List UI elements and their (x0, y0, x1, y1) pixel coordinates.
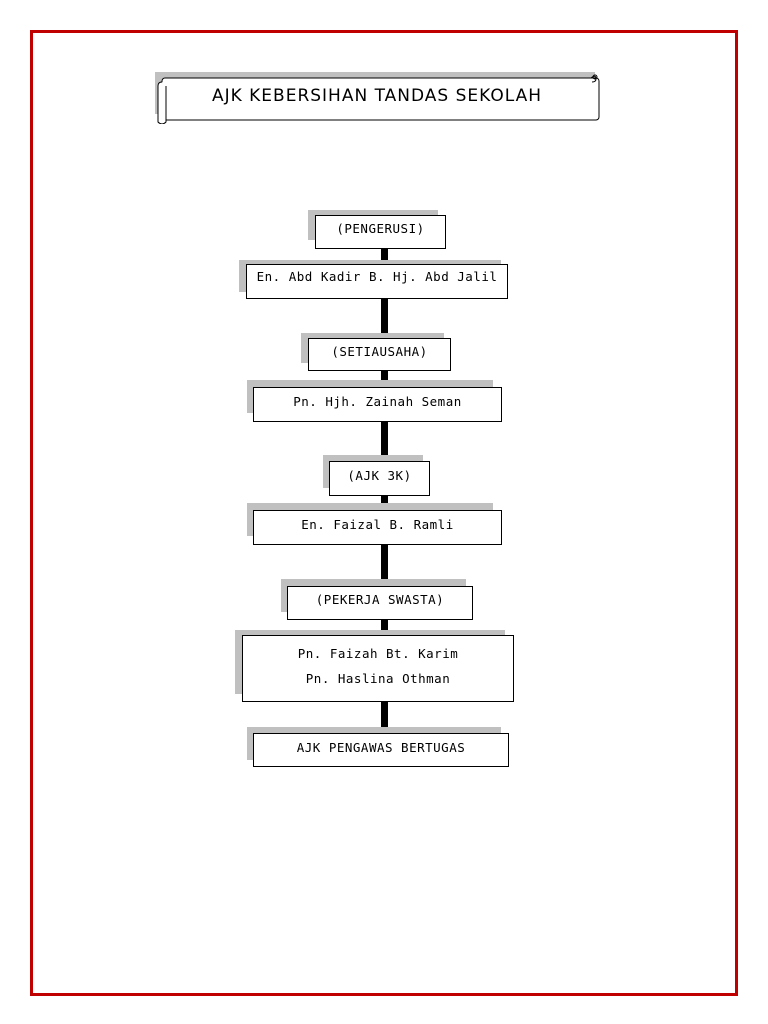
title-banner: AJK KEBERSIHAN TANDAS SEKOLAH (155, 72, 600, 124)
connector-1 (381, 245, 388, 269)
role-box-setiausaha: (SETIAUSAHA) (308, 338, 451, 371)
member-name: Pn. Hjh. Zainah Seman (293, 394, 462, 409)
role-box-ajk3k: (AJK 3K) (329, 461, 430, 496)
name-box-ajk3k: En. Faizal B. Ramli (253, 510, 502, 545)
role-box-pengerusi: (PENGERUSI) (315, 215, 446, 249)
role-label: (AJK 3K) (347, 468, 412, 483)
member-name: En. Abd Kadir B. Hj. Abd Jalil (256, 269, 498, 284)
chart-title: AJK KEBERSIHAN TANDAS SEKOLAH (211, 86, 543, 106)
role-box-pekerja-swasta: (PEKERJA SWASTA) (287, 586, 473, 620)
connector-4 (381, 421, 388, 469)
role-box-pengawas: AJK PENGAWAS BERTUGAS (253, 733, 509, 767)
role-label: (PENGERUSI) (336, 221, 425, 236)
connector-6 (381, 543, 388, 591)
role-label: AJK PENGAWAS BERTUGAS (296, 740, 466, 755)
role-label: (SETIAUSAHA) (331, 344, 428, 359)
connector-7 (381, 618, 388, 638)
member-name: En. Faizal B. Ramli (301, 517, 454, 532)
connector-8 (381, 700, 388, 736)
name-box-pengerusi: En. Abd Kadir B. Hj. Abd Jalil (246, 264, 508, 299)
scroll-shape (155, 72, 600, 124)
role-label: (PEKERJA SWASTA) (315, 592, 445, 607)
member-name: Pn. Haslina Othman (305, 671, 451, 686)
connector-2 (381, 298, 388, 338)
member-name: Pn. Faizah Bt. Karim (297, 646, 459, 661)
name-box-setiausaha: Pn. Hjh. Zainah Seman (253, 387, 502, 422)
name-box-pekerja-swasta: Pn. Faizah Bt. Karim Pn. Haslina Othman (242, 635, 514, 702)
